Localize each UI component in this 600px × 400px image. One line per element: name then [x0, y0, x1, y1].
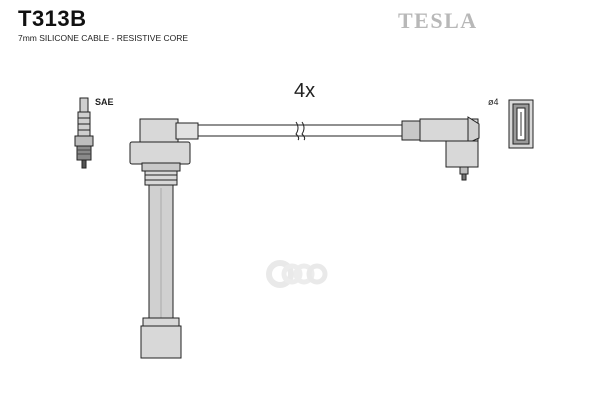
watermark-logo: [266, 260, 328, 288]
spark-plug-type-label: SAE: [95, 97, 114, 107]
plug-boot: [129, 118, 199, 359]
coil-boot: [401, 116, 480, 181]
brand-logo: TESLA: [398, 8, 478, 33]
part-code: T313B: [18, 6, 87, 31]
terminal-connector: [508, 99, 534, 149]
quantity-label: 4x: [294, 80, 316, 102]
terminal-size-label: ø4: [488, 97, 499, 107]
spark-plug: [74, 97, 94, 169]
cable-spec-subtitle: 7mm SILICONE CABLE - RESISTIVE CORE: [18, 33, 189, 43]
cable: [197, 121, 403, 141]
